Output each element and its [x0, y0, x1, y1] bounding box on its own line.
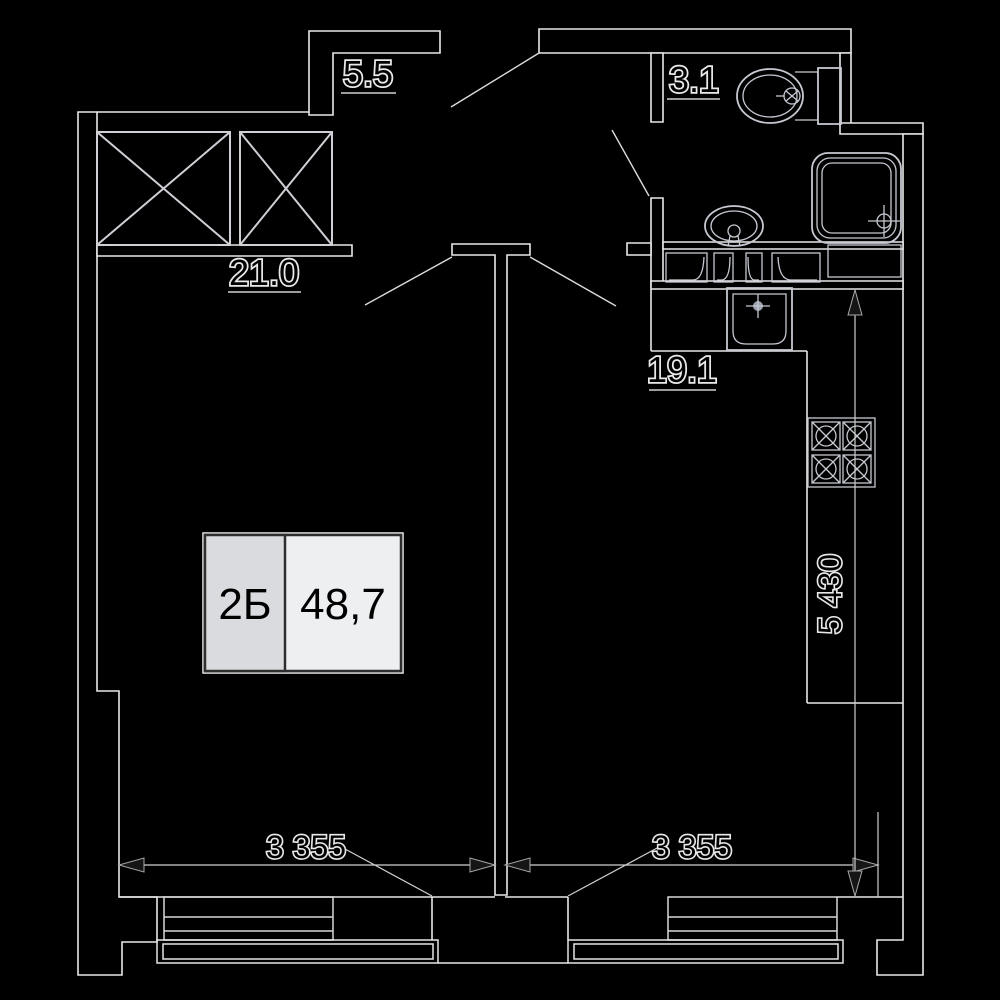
- wall-step: [839, 122, 924, 135]
- dimension-bottom-left: 3 355: [117, 827, 497, 897]
- radiator-icon: [163, 896, 334, 941]
- room-label-bathroom: 3.1: [669, 59, 719, 100]
- wall-top-right: [538, 28, 852, 54]
- walls: [77, 28, 924, 976]
- burner: [811, 421, 841, 451]
- shower-icon: [811, 152, 902, 244]
- dim-arrow-right: [852, 857, 880, 873]
- toilet-icon: [736, 67, 842, 125]
- dim-arrow-down: [847, 870, 863, 898]
- living-door-leaf: [364, 256, 453, 306]
- room-label-kitchen: 19.1: [647, 349, 717, 390]
- wardrobe-icon: [96, 131, 231, 246]
- burner: [842, 454, 872, 484]
- wall-left: [77, 111, 158, 976]
- kitchen-sink-icon: [726, 287, 793, 351]
- doors: [364, 52, 650, 307]
- wardrobe-icons: [96, 131, 333, 246]
- wall-right: [876, 133, 924, 976]
- burner: [842, 421, 872, 451]
- stove-icon: [807, 417, 876, 488]
- room-labels: 5.5 21.0 3.1 19.1: [227, 51, 721, 392]
- dim-arrow-up: [847, 288, 863, 316]
- dim-arrow-left: [117, 857, 145, 873]
- wall-central: [451, 243, 531, 896]
- kitchen-door-leaf: [529, 256, 617, 307]
- badge-type-cell: [203, 533, 287, 673]
- wall-top-left: [308, 30, 441, 116]
- bathroom-door-leaf: [611, 129, 650, 197]
- wall-niche-bottom: [650, 280, 904, 290]
- dim-label-bottom-left: 3 355: [266, 829, 346, 865]
- wall-bathroom-left-lower: [650, 197, 664, 288]
- wardrobe-icon: [239, 131, 333, 246]
- room-label-hallway: 5.5: [343, 53, 393, 94]
- apartment-info-box: 2Б 48,7: [202, 532, 404, 674]
- dim-arrow-left: [503, 857, 531, 873]
- window: [567, 939, 844, 964]
- radiator-icon: [667, 896, 838, 941]
- dimension-right-vertical: 5 430: [810, 288, 863, 898]
- burner: [811, 454, 841, 484]
- window: [156, 939, 439, 964]
- cabinet-row-icon: [665, 244, 902, 283]
- dim-leader: [344, 848, 433, 897]
- counter-return: [827, 244, 902, 278]
- apartment-area-label: 48,7: [300, 580, 386, 629]
- dim-label-bottom-right: 3 355: [652, 829, 732, 865]
- room-label-living: 21.0: [229, 252, 299, 293]
- wall-bathroom-left-upper: [650, 52, 664, 123]
- wall-jamb: [626, 242, 652, 256]
- apartment-type-label: 2Б: [218, 580, 271, 629]
- entrance-door-leaf: [450, 52, 540, 108]
- dim-label-right-vertical: 5 430: [812, 554, 848, 634]
- dim-leader: [567, 846, 660, 897]
- dimension-bottom-right: 3 355: [503, 812, 880, 897]
- washbasin-icon: [704, 205, 764, 247]
- dim-arrow-right: [469, 857, 497, 873]
- wall-wardrobe-bar: [96, 244, 353, 257]
